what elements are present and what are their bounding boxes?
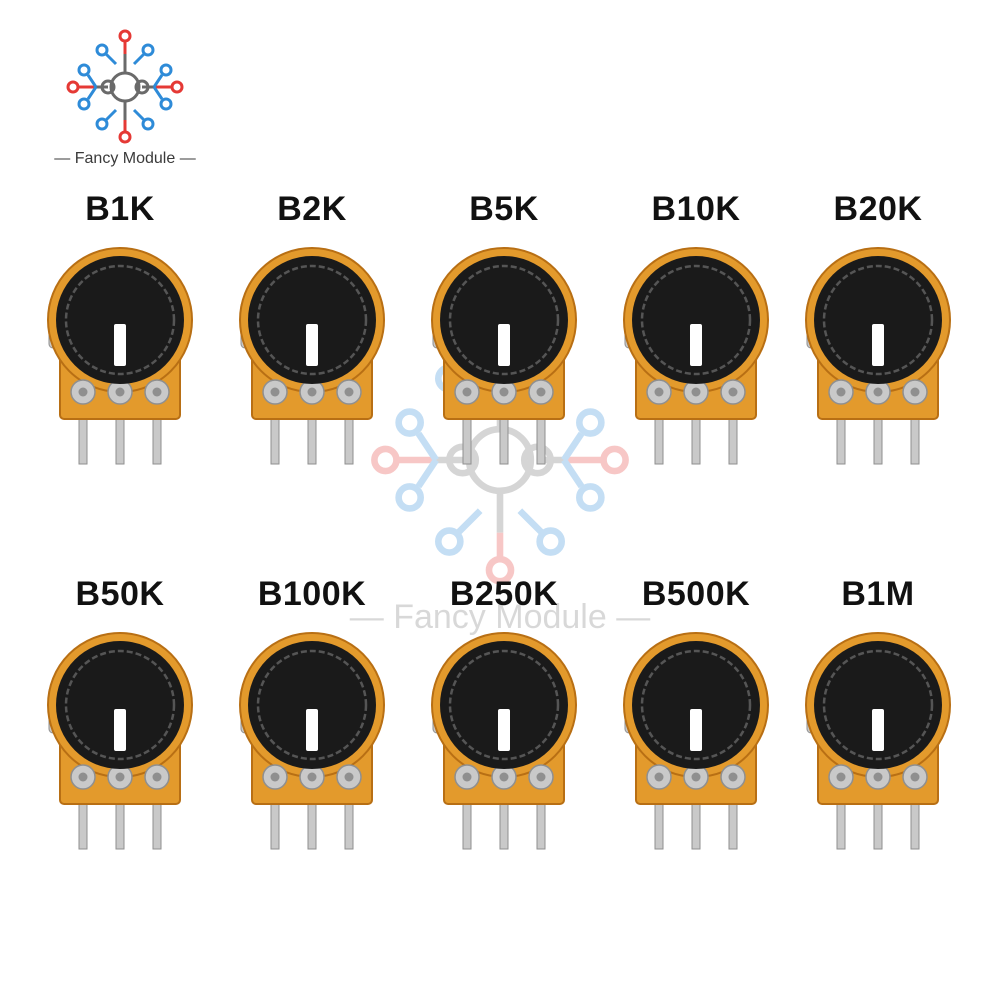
- brand-name: — Fancy Module —: [54, 150, 196, 167]
- potentiometer-image: [431, 247, 577, 465]
- product-label: B20K: [833, 190, 923, 228]
- watermark-text: — Fancy Module —: [349, 598, 651, 636]
- potentiometer-image: [805, 632, 951, 850]
- product-label: B1M: [841, 575, 915, 613]
- potentiometer-image: [623, 632, 769, 850]
- product-item-b500k: B500K: [606, 575, 786, 875]
- product-label: B100K: [257, 575, 367, 613]
- product-grid: B1K B2K B5K B10K B20K B50K B100K B250K B…: [25, 190, 975, 890]
- product-item-b1m: B1M: [788, 575, 968, 875]
- product-item-b50k: B50K: [30, 575, 210, 875]
- potentiometer-image: [623, 247, 769, 465]
- potentiometer-image: [431, 632, 577, 850]
- potentiometer-image: [805, 247, 951, 465]
- potentiometer-image: [239, 247, 385, 465]
- product-item-b1k: B1K: [30, 190, 210, 490]
- product-label: B5K: [469, 190, 539, 228]
- potentiometer-image: [239, 632, 385, 850]
- product-item-b2k: B2K: [222, 190, 402, 490]
- product-label: B250K: [449, 575, 559, 613]
- product-item-b5k: B5K: [414, 190, 594, 490]
- potentiometer-image: [47, 247, 193, 465]
- product-item-b10k: B10K: [606, 190, 786, 490]
- product-item-b100k: B100K: [222, 575, 402, 875]
- potentiometer-image: [47, 632, 193, 850]
- circuit-logo-icon: [66, 29, 184, 144]
- product-label: B500K: [641, 575, 751, 613]
- product-label: B10K: [651, 190, 741, 228]
- product-item-b250k: B250K: [414, 575, 594, 875]
- product-label: B2K: [277, 190, 347, 228]
- brand-logo: — Fancy Module —: [40, 28, 210, 178]
- product-label: B50K: [75, 575, 165, 613]
- product-label: B1K: [85, 190, 155, 228]
- product-item-b20k: B20K: [788, 190, 968, 490]
